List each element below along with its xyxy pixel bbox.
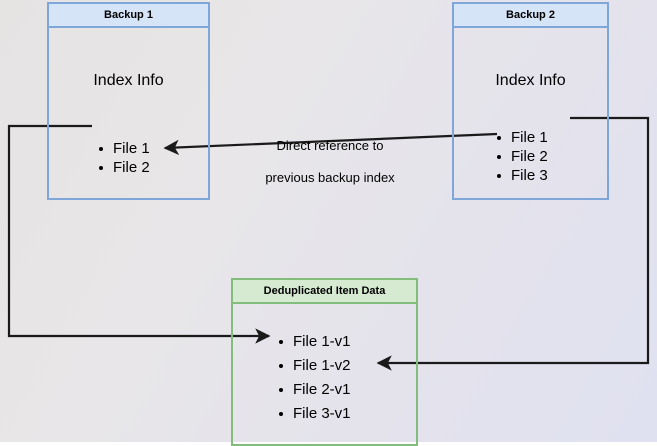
- list-item[interactable]: File 2-v1: [277, 378, 351, 402]
- list-item[interactable]: File 1: [495, 128, 548, 147]
- backup1-box[interactable]: Backup 1 Index Info File 1 File 2: [47, 2, 210, 200]
- backup2-file-label: File 1: [511, 129, 548, 146]
- dedup-item-label: File 1-v2: [293, 357, 351, 374]
- backup1-file-label: File 2: [113, 159, 150, 176]
- dedup-item-label: File 1-v1: [293, 333, 351, 350]
- backup1-file-label: File 1: [113, 140, 150, 157]
- direct-reference-annotation: Direct reference to previous backup inde…: [250, 122, 410, 202]
- list-item[interactable]: File 3-v1: [277, 402, 351, 426]
- backup1-body: Index Info File 1 File 2: [49, 28, 208, 198]
- backup1-index-title: Index Info: [93, 72, 164, 89]
- list-item[interactable]: File 2: [97, 158, 150, 177]
- backup2-file-label: File 2: [511, 148, 548, 165]
- backup2-header: Backup 2: [454, 4, 607, 28]
- dedup-item-label: File 3-v1: [293, 405, 351, 422]
- backup2-index-title: Index Info: [495, 72, 566, 89]
- dedup-body: File 1-v1 File 1-v2 File 2-v1 File 3-v1: [233, 304, 416, 444]
- backup2-file-list: File 1 File 2 File 3: [495, 128, 548, 185]
- backup1-header: Backup 1: [49, 4, 208, 28]
- dedup-item-list: File 1-v1 File 1-v2 File 2-v1 File 3-v1: [277, 330, 351, 426]
- list-item[interactable]: File 3: [495, 166, 548, 185]
- list-item[interactable]: File 1-v2: [277, 354, 351, 378]
- list-item[interactable]: File 1: [97, 139, 150, 158]
- backup2-file-label: File 3: [511, 167, 548, 184]
- list-item[interactable]: File 2: [495, 147, 548, 166]
- dedup-box[interactable]: Deduplicated Item Data File 1-v1 File 1-…: [231, 278, 418, 446]
- backup1-file-list: File 1 File 2: [97, 139, 150, 177]
- dedup-item-label: File 2-v1: [293, 381, 351, 398]
- annotation-line-2: previous backup index: [265, 170, 395, 185]
- backup2-body: Index Info File 1 File 2 File 3: [454, 28, 607, 198]
- list-item[interactable]: File 1-v1: [277, 330, 351, 354]
- backup2-box[interactable]: Backup 2 Index Info File 1 File 2 File 3: [452, 2, 609, 200]
- annotation-line-1: Direct reference to: [276, 138, 384, 153]
- dedup-header: Deduplicated Item Data: [233, 280, 416, 304]
